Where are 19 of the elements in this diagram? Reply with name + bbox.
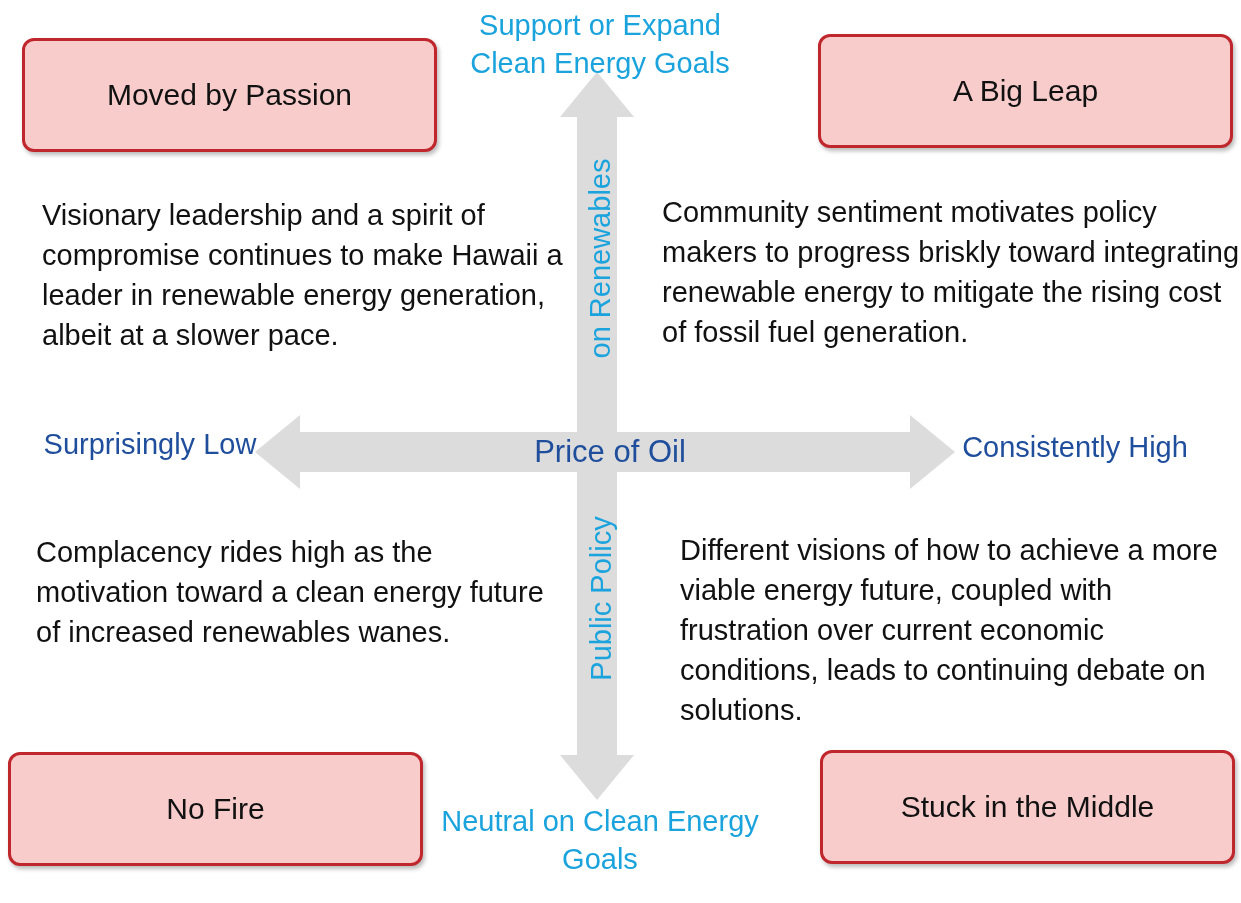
scenario-description: Visionary leadership and a spirit of compromise continues to make Hawaii a leader in renewable energy generation, albeit at a slower pace. bbox=[42, 198, 564, 353]
scenario-title: Moved by Passion bbox=[106, 78, 353, 112]
axis-label: Support or Expand Clean Energy Goals bbox=[469, 8, 731, 81]
scenario-box bbox=[22, 38, 437, 152]
scenario-title: No Fire bbox=[166, 792, 265, 826]
axis-title: Public Policy bbox=[584, 515, 618, 681]
axis-label: Surprisingly Low bbox=[42, 427, 258, 462]
axis-label: Neutral on Clean Energy Goals bbox=[440, 804, 760, 877]
scenario-title: Stuck in the Middle bbox=[900, 790, 1155, 824]
axis-label: Consistently High bbox=[961, 430, 1189, 465]
scenario-box bbox=[8, 752, 423, 866]
scenario-description: Community sentiment motivates policy makers to progress briskly toward integrating renewable energy to mitigate the rising cost of fossil fuel generation. bbox=[662, 195, 1240, 350]
scenario-description: Complacency rides high as the motivation toward a clean energy future of increased renewables wanes. bbox=[36, 535, 545, 650]
scenario-box bbox=[818, 34, 1233, 148]
axis-title: on Renewables bbox=[584, 158, 618, 358]
scenario-description: Different visions of how to achieve a more viable energy future, coupled with frustration over current economic conditions, leads to continuing debate on solutions. bbox=[680, 533, 1219, 728]
scenario-box bbox=[820, 750, 1235, 864]
axis-title: Price of Oil bbox=[533, 433, 687, 471]
scenario-title: A Big Leap bbox=[952, 74, 1099, 108]
